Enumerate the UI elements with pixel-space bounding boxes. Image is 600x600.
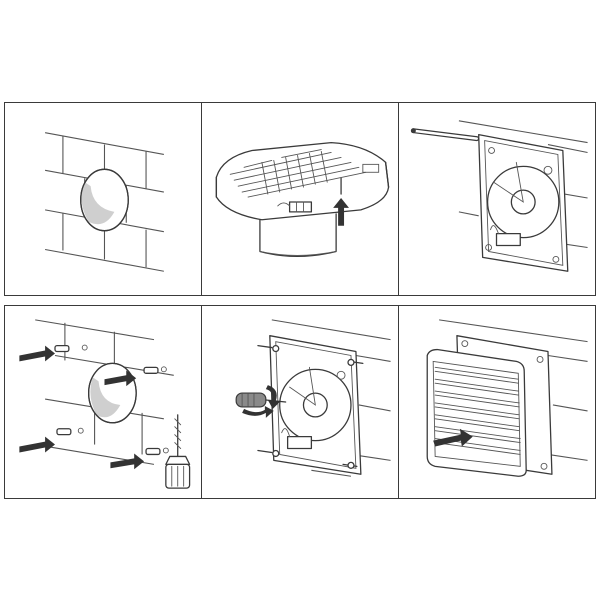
base-plate-marking-illustration xyxy=(410,120,588,272)
panel-step-3-mark-drill xyxy=(399,103,595,295)
base-plate xyxy=(269,335,362,475)
terminal-block xyxy=(490,225,521,247)
diagram-row-2 xyxy=(4,305,596,499)
brick-wall xyxy=(439,319,588,461)
fan-housing-illustration xyxy=(215,141,390,257)
arrow-icon xyxy=(333,198,349,226)
grille-fins xyxy=(261,151,328,195)
pencil-icon xyxy=(410,128,480,142)
arrow-icon xyxy=(433,428,473,447)
drill-bit-icon xyxy=(165,414,191,489)
arrow-icon xyxy=(19,345,145,470)
round-hole xyxy=(88,362,137,424)
panel-step-5-screw-base xyxy=(202,306,399,498)
terminal-block xyxy=(277,201,313,213)
round-hole xyxy=(80,168,129,232)
wall-plugs-illustration xyxy=(19,319,191,489)
base-plate xyxy=(478,134,569,272)
diagram-row-1 xyxy=(4,102,596,296)
screwdriver-icon xyxy=(235,385,287,418)
terminal-block xyxy=(281,428,313,450)
front-cover-illustration xyxy=(426,319,588,477)
wall-plug-icon xyxy=(54,344,169,456)
panel-step-2-housing xyxy=(202,103,399,295)
screws xyxy=(257,344,364,469)
front-cover xyxy=(426,348,527,477)
screw-base-illustration xyxy=(235,319,391,477)
spigot xyxy=(259,213,337,257)
housing-body xyxy=(215,141,390,221)
panel-step-1-wall-hole xyxy=(5,103,202,295)
panel-step-4-wall-plugs xyxy=(5,306,202,498)
brick-wall xyxy=(271,319,391,477)
wall-hole-illustration xyxy=(45,132,164,272)
panel-step-6-front-cover xyxy=(399,306,595,498)
